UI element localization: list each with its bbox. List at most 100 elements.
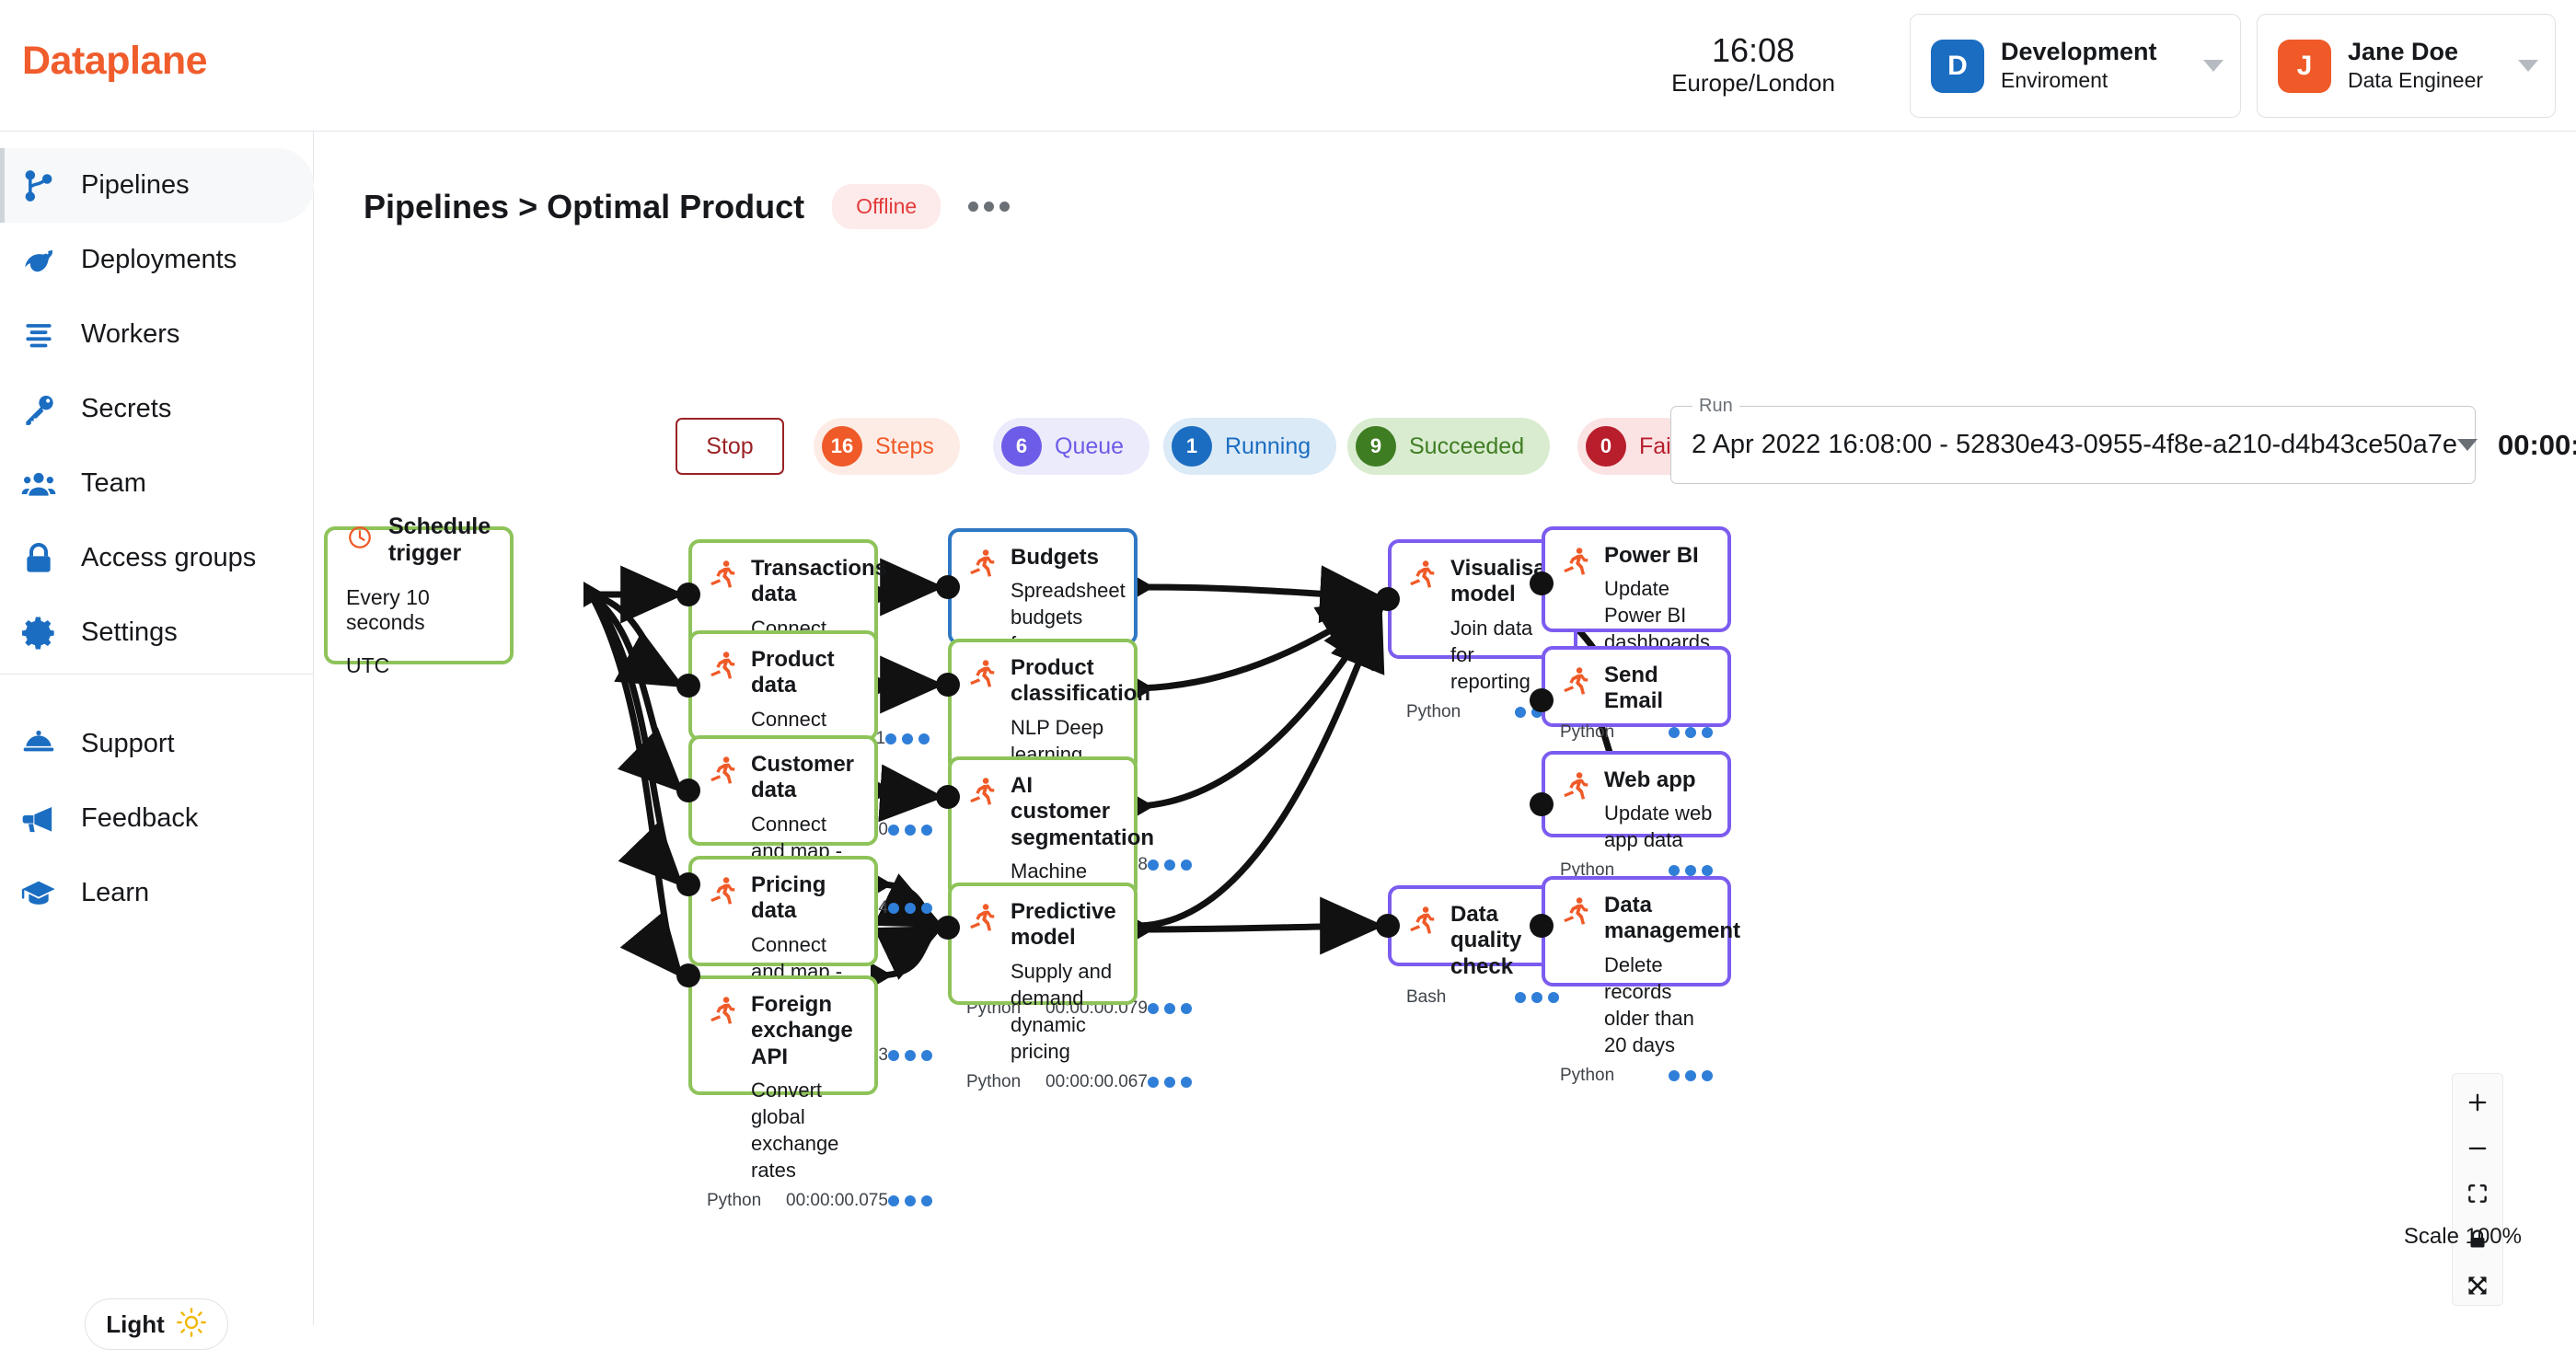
sidebar-item-workers[interactable]: Workers <box>0 297 314 372</box>
node-input-port[interactable] <box>676 674 700 698</box>
node-input-port[interactable] <box>676 779 700 802</box>
node-menu-icon[interactable] <box>1669 726 1713 738</box>
sidebar-item-label: Pipelines <box>81 170 190 200</box>
lock-icon[interactable] <box>2454 1220 2501 1259</box>
node-title: Data quality check <box>1450 902 1522 979</box>
node-language: Python <box>1560 1065 1615 1085</box>
node-input-port[interactable] <box>1530 792 1554 816</box>
sidebar-item-deployments[interactable]: Deployments <box>0 223 314 297</box>
node-input-port[interactable] <box>936 575 960 599</box>
node-menu-icon[interactable] <box>1147 1076 1192 1088</box>
app-logo[interactable]: Dataplane <box>22 39 208 83</box>
ellipsis-icon[interactable] <box>968 202 1011 212</box>
node-menu-icon[interactable] <box>1147 859 1192 871</box>
node-menu-icon[interactable] <box>1147 1003 1192 1015</box>
node-input-port[interactable] <box>1530 571 1554 595</box>
fit-view-icon[interactable] <box>2454 1175 2501 1214</box>
graduation-cap-icon <box>20 875 57 912</box>
node-menu-icon[interactable] <box>887 824 932 836</box>
clock-timezone: Europe/London <box>1671 68 1835 97</box>
chevron-down-icon[interactable] <box>2518 60 2538 72</box>
node-input-port[interactable] <box>1530 688 1554 712</box>
node-menu-icon[interactable] <box>1669 1069 1713 1081</box>
node-menu-icon[interactable] <box>887 902 932 914</box>
node-title: Send Email <box>1604 663 1664 714</box>
runner-icon <box>1406 902 1438 980</box>
sidebar-item-learn[interactable]: Learn <box>0 856 314 930</box>
runner-icon <box>707 872 738 1038</box>
run-selector-value: 2 Apr 2022 16:08:00 - 52830e43-0955-4f8e… <box>1692 430 2458 459</box>
expand-icon[interactable] <box>2454 1266 2501 1305</box>
zoom-in-icon[interactable] <box>2454 1083 2501 1122</box>
sidebar-item-settings[interactable]: Settings <box>0 595 314 670</box>
node-input-port[interactable] <box>676 963 700 987</box>
sidebar-item-label: Workers <box>81 319 180 349</box>
worker-lines-icon <box>20 317 57 353</box>
theme-toggle[interactable]: Light <box>85 1298 228 1350</box>
node-menu-icon[interactable] <box>887 1195 932 1207</box>
sidebar-item-feedback[interactable]: Feedback <box>0 781 314 856</box>
status-badge: Offline <box>832 184 941 229</box>
runner-icon <box>966 773 998 991</box>
runner-icon <box>966 545 998 684</box>
runner-icon <box>707 752 738 891</box>
node-menu-icon[interactable] <box>887 1049 932 1061</box>
node-language: Python <box>707 1191 762 1211</box>
lock-icon <box>20 540 57 577</box>
node-menu-icon[interactable] <box>885 733 930 744</box>
node-input-port[interactable] <box>1376 587 1400 611</box>
user-menu[interactable]: J Jane Doe Data Engineer <box>2257 14 2556 118</box>
node-input-port[interactable] <box>936 916 960 940</box>
avatar: J <box>2278 39 2331 93</box>
user-role: Data Engineer <box>2348 68 2484 93</box>
node-input-port[interactable] <box>1376 914 1400 938</box>
zoom-out-icon[interactable] <box>2454 1129 2501 1168</box>
environment-selector[interactable]: D Development Enviroment <box>1910 14 2241 118</box>
node-menu-icon[interactable] <box>1515 991 1559 1003</box>
chevron-down-icon[interactable] <box>2203 60 2224 72</box>
node-language: Python <box>966 1071 1022 1091</box>
sidebar-item-pipelines[interactable]: Pipelines <box>0 148 314 223</box>
run-selector[interactable]: 2 Apr 2022 16:08:00 - 52830e43-0955-4f8e… <box>1670 406 2478 484</box>
stop-button[interactable]: Stop <box>676 418 784 475</box>
user-name: Jane Doe <box>2348 37 2459 65</box>
sidebar-item-label: Learn <box>81 878 150 907</box>
chevron-down-icon[interactable] <box>2457 439 2478 451</box>
sidebar-item-secrets[interactable]: Secrets <box>0 372 314 446</box>
sidebar-item-access-groups[interactable]: Access groups <box>0 521 314 595</box>
clock-time: 16:08 <box>1711 31 1796 69</box>
sidebar-item-support[interactable]: Support <box>0 707 314 781</box>
node-title: Customer data <box>751 752 855 803</box>
scale-label: Scale 100% <box>2403 1224 2522 1249</box>
node-input-port[interactable] <box>936 785 960 809</box>
node-menu-icon[interactable] <box>1669 865 1713 877</box>
sidebar-item-team[interactable]: Team <box>0 446 314 521</box>
node-description: Delete records older than 20 days <box>1604 952 1694 1056</box>
node-input-port[interactable] <box>1530 914 1554 938</box>
node-input-port[interactable] <box>936 673 960 697</box>
node-input-port[interactable] <box>676 583 700 606</box>
runner-icon <box>966 655 998 848</box>
node-language: Python <box>1560 721 1615 742</box>
node-input-port[interactable] <box>676 872 700 896</box>
node-duration: 00:00:00.067 <box>1045 1071 1148 1091</box>
